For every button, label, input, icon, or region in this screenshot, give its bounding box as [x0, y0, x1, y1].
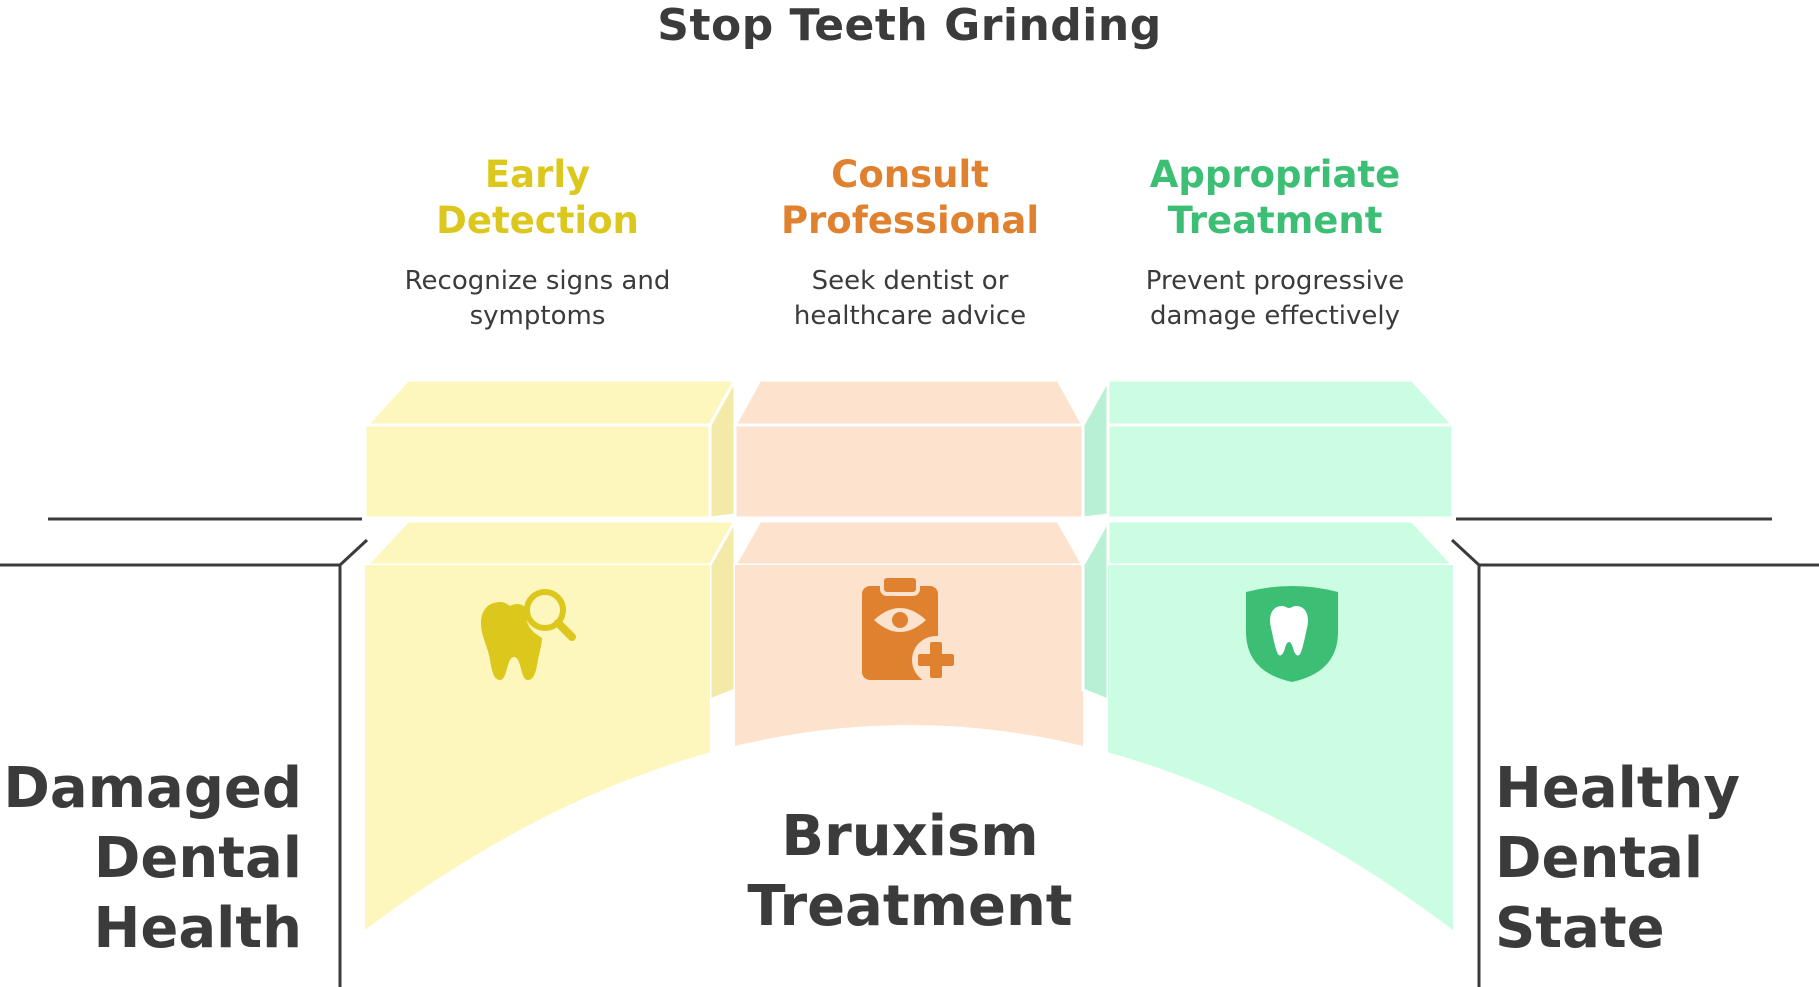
- step-2-title: Consult Professional: [780, 153, 1040, 242]
- clipboard-medical-icon: [862, 574, 960, 684]
- left-cliff: [0, 517, 369, 987]
- right-cliff: [1450, 517, 1819, 987]
- start-label: Damaged Dental Health: [3, 756, 302, 961]
- step-2-description: Seek dentist or healthcare advice: [793, 266, 1027, 331]
- step-1-blocks: [363, 374, 738, 930]
- diagram-title: Stop Teeth Grinding: [657, 0, 1162, 51]
- end-label: Healthy Dental State: [1495, 756, 1740, 961]
- tooth-search-icon: [480, 589, 576, 680]
- tooth-shield-icon: [1246, 586, 1338, 682]
- step-1-title: Early Detection: [436, 153, 639, 242]
- step-1-description: Recognize signs and symptoms: [404, 266, 671, 331]
- step-3-description: Prevent progressive damage effectively: [1145, 266, 1405, 331]
- step-3-title: Appropriate Treatment: [1149, 153, 1401, 242]
- bridge-label: Bruxism Treatment: [747, 804, 1073, 939]
